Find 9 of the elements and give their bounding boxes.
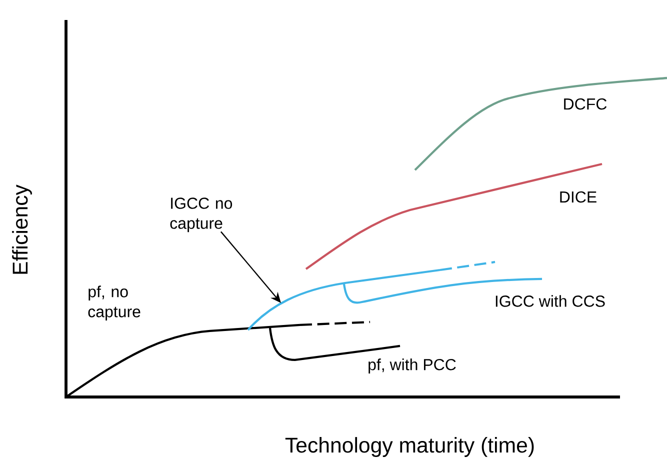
curve [247,268,440,331]
curve-label: DCFC [564,98,607,110]
axis-title: Technology maturity (time) [285,437,534,457]
curve-label: pf, no capture [88,286,140,320]
axis-title: Efficiency [12,184,32,274]
curve-label: pf, with PCC [368,358,456,374]
callout-text: IGCC no capture [170,198,232,232]
curve-label: IGCC with CCS [496,295,605,307]
curve-label: DICE [560,191,596,203]
